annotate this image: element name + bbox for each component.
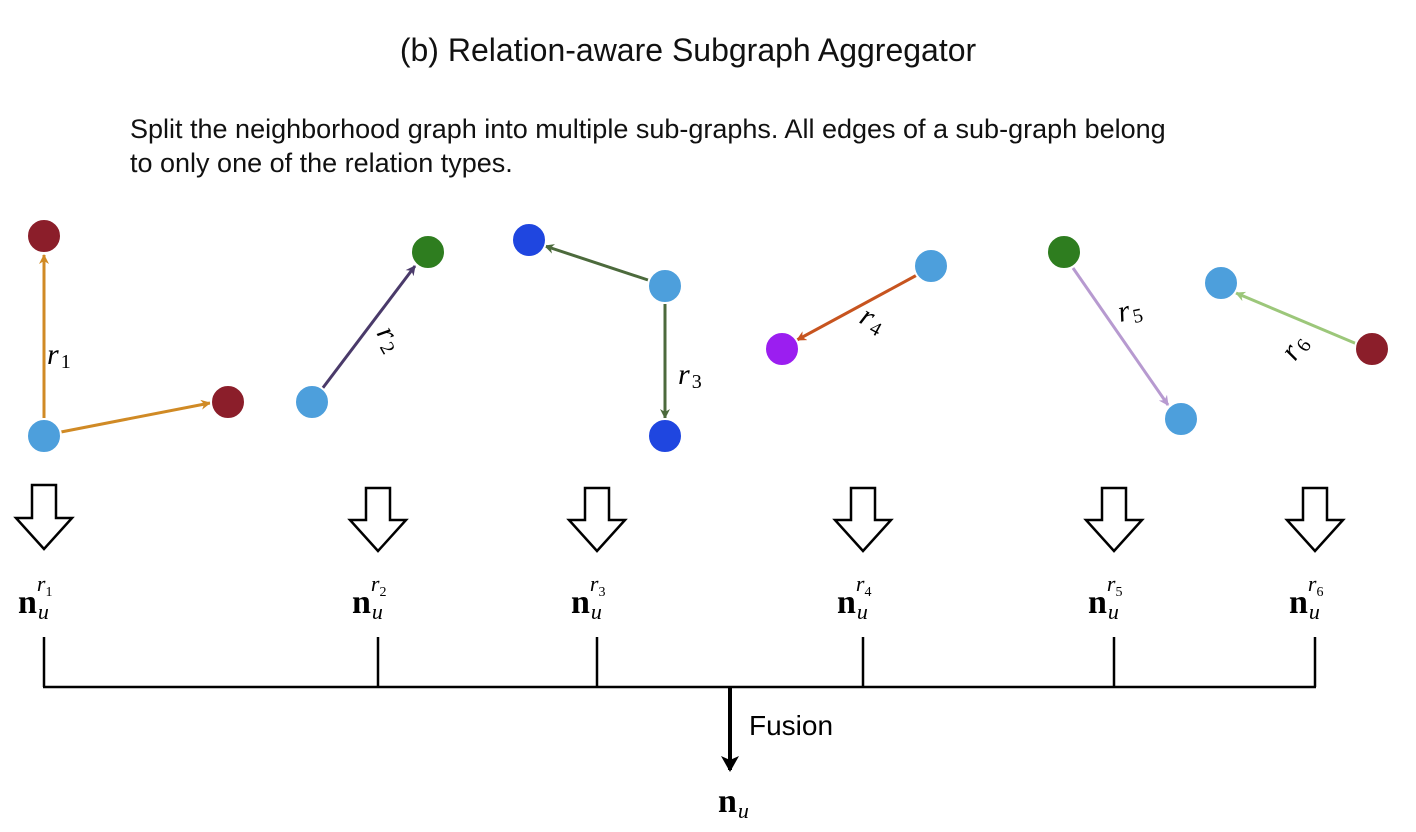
edge-r4 (796, 273, 918, 342)
node-darkred (26, 218, 62, 254)
node-blue (1203, 265, 1239, 301)
edge-r1-right (60, 399, 211, 434)
embedding-label-r4: nur4 (837, 571, 871, 624)
aggregation-arrows (13, 483, 1346, 553)
fusion-bracket (42, 637, 1317, 772)
node-purple (764, 331, 800, 367)
down-arrow-icon (566, 486, 628, 553)
edge-r3-left (544, 244, 649, 282)
node-blue (1163, 401, 1199, 437)
down-arrow-icon (832, 486, 894, 553)
subgraph-r6: r6 (1203, 265, 1390, 367)
edge-r2 (320, 265, 417, 390)
node-blue (26, 418, 62, 454)
node-blue (647, 268, 683, 304)
relation-label-r2: r2 (368, 320, 410, 358)
down-arrow-icon (1083, 486, 1145, 553)
node-darkred (1354, 331, 1390, 367)
node-royal-blue (647, 418, 683, 454)
output-embeddings: nur1 nur2 nur3 nur4 nur5 nur6 (18, 571, 1323, 624)
embedding-label-r1: nur1 (18, 571, 52, 624)
diagram-title: (b) Relation-aware Subgraph Aggregator (399, 32, 977, 68)
node-blue (294, 384, 330, 420)
node-green (410, 234, 446, 270)
embedding-label-r3: nur3 (571, 571, 605, 624)
edge-r5 (1071, 267, 1170, 406)
description-line-1: Split the neighborhood graph into multip… (130, 114, 1166, 144)
relation-label-r5: r5 (1115, 292, 1145, 331)
subgraph-r4: r4 (764, 248, 949, 367)
embedding-label-r6: nur6 (1289, 571, 1323, 624)
fused-embedding-label: nu (718, 783, 749, 823)
fusion-label: Fusion (749, 710, 833, 741)
node-darkred (210, 384, 246, 420)
subgraph-r2: r2 (294, 234, 446, 420)
subgraph-r5: r5 (1046, 234, 1199, 437)
down-arrow-icon (1284, 486, 1346, 553)
node-blue (913, 248, 949, 284)
edge-r6 (1235, 291, 1358, 346)
node-green (1046, 234, 1082, 270)
node-royal-blue (511, 222, 547, 258)
description-line-2: to only one of the relation types. (130, 148, 513, 178)
relation-label-r6: r6 (1274, 328, 1316, 367)
embedding-label-r5: nur5 (1088, 571, 1122, 624)
embedding-label-r2: nur2 (352, 571, 386, 624)
down-arrow-icon (347, 486, 409, 553)
diagram-description: Split the neighborhood graph into multip… (130, 112, 1330, 180)
down-arrow-icon (13, 483, 75, 551)
